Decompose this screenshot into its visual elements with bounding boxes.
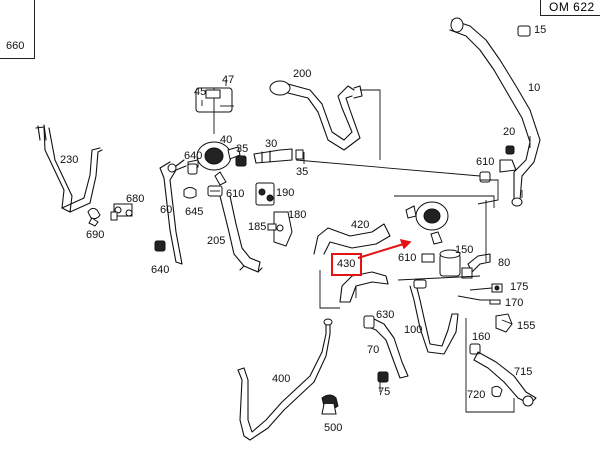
callout-150[interactable]: 150 [455,244,474,256]
callout-185[interactable]: 185 [248,221,267,233]
callout-715[interactable]: 715 [514,366,533,378]
callout-680[interactable]: 680 [126,193,145,205]
bracket-180-drawing [273,211,293,247]
sensor-175-drawing [491,283,503,293]
bracket-680-drawing [110,203,133,221]
highlighted-part-430[interactable]: 430 [331,253,362,276]
callout-610-mid[interactable]: 610 [226,188,245,200]
callout-200[interactable]: 200 [293,68,312,80]
callout-610-lower[interactable]: 610 [398,252,417,264]
bracket-190-drawing [255,182,275,206]
hose-200-drawing [269,80,363,151]
hose-230-drawing [35,124,103,213]
clip-35-drawing [235,155,247,167]
engine-code-title: OM 622 [549,0,595,14]
bracket-155-drawing [495,313,513,333]
callout-500[interactable]: 500 [324,422,343,434]
hose-430-drawing [339,271,389,303]
callout-75[interactable]: 75 [378,386,391,398]
leader-lines [201,80,531,413]
callout-175[interactable]: 175 [510,281,529,293]
callout-100[interactable]: 100 [404,324,423,336]
callout-35-left[interactable]: 35 [236,143,249,155]
bolt-170-drawing [489,299,501,305]
callout-160[interactable]: 160 [472,331,491,343]
engine-code-box: OM 622 [540,0,600,16]
callout-45[interactable]: 45 [194,86,207,98]
hose-80-drawing [461,253,491,279]
hose-205-drawing [219,195,263,273]
pipe-10-drawing [449,17,541,207]
callout-640-lower[interactable]: 640 [151,264,170,276]
callout-420[interactable]: 420 [351,219,370,231]
callout-30[interactable]: 30 [265,138,278,150]
callout-690[interactable]: 690 [86,229,105,241]
callout-40[interactable]: 40 [220,134,233,146]
callout-80[interactable]: 80 [498,257,511,269]
callout-205[interactable]: 205 [207,235,226,247]
inset-box-660: 660 [0,0,35,59]
clip-640-lower-drawing [154,240,166,252]
clip-75-drawing [377,371,389,383]
callout-60[interactable]: 60 [160,204,173,216]
callout-20[interactable]: 20 [503,126,516,138]
inset-label: 660 [6,40,25,52]
callout-645[interactable]: 645 [185,206,204,218]
callout-180[interactable]: 180 [288,209,307,221]
hose-60-drawing [159,159,187,265]
pipe-400-drawing [237,318,333,441]
clamp-645-drawing [183,187,197,199]
callout-15[interactable]: 15 [534,24,547,36]
clip-610-right-drawing [479,171,491,183]
callout-170[interactable]: 170 [505,297,524,309]
pump-150-drawing [405,201,461,277]
bolt-185-drawing [267,223,277,231]
clamp-690-drawing [87,207,101,227]
clamp-500-drawing [321,394,339,415]
callout-190[interactable]: 190 [276,187,295,199]
clamp-720-drawing [491,385,503,398]
callout-155[interactable]: 155 [517,320,536,332]
clip-610-mid-drawing [207,185,223,197]
callout-10[interactable]: 10 [528,82,541,94]
highlight-arrow [357,238,412,259]
callout-47[interactable]: 47 [222,74,235,86]
callout-640-upper[interactable]: 640 [184,150,203,162]
callout-400[interactable]: 400 [272,373,291,385]
pipe-420-drawing [313,223,391,255]
hose-630-drawing [363,315,409,379]
clip-160-drawing [469,343,481,355]
callout-70[interactable]: 70 [367,344,380,356]
callout-230[interactable]: 230 [60,154,79,166]
callout-720[interactable]: 720 [467,389,486,401]
hose-30-drawing [253,148,304,164]
callout-35-right[interactable]: 35 [296,166,309,178]
clip-640-upper-drawing [187,163,198,175]
callout-610-right[interactable]: 610 [476,156,495,168]
highlighted-part-label: 430 [337,258,356,270]
pipe-100-drawing [409,279,459,355]
hose-715-drawing [473,351,537,407]
callout-630[interactable]: 630 [376,309,395,321]
